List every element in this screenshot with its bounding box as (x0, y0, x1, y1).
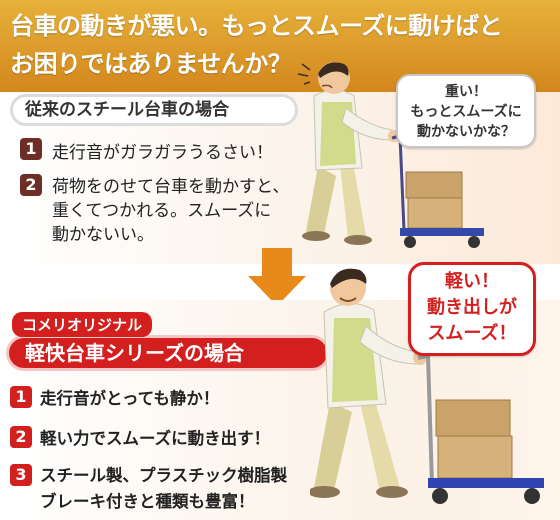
new-item-2-number: 2 (10, 426, 32, 448)
new-item-3-text-line-1: スチール製、プラスチック樹脂製 (40, 466, 288, 485)
down-arrow-icon (248, 248, 306, 306)
old-bubble-line-1: 重い！ (445, 84, 487, 100)
new-item-1-number: 1 (10, 386, 32, 408)
komeri-title: 軽快台車シリーズの場合 (6, 335, 330, 371)
new-bubble-line-3: スムーズ！ (427, 323, 517, 344)
header-line-1: 台車の動きが悪い。もっとスムーズに動けばと (10, 12, 503, 40)
new-item-1-text: 走行音がとっても静か！ (40, 389, 220, 408)
old-item-2-text-line-3: 動かないい。 (52, 225, 154, 245)
old-item-2-number: 2 (20, 174, 42, 196)
new-item-3-text-line-2: ブレーキ付きと種類も豊富！ (40, 492, 255, 511)
new-bubble-line-2: 動き出しが (427, 297, 517, 318)
new-item-3-number: 3 (10, 464, 32, 486)
old-bubble-line-3: 動かないかな？ (417, 124, 515, 140)
happy-worker-with-cart-illustration (310, 268, 544, 504)
komeri-speech-bubble: 軽い！ 動き出しが スムーズ！ (408, 262, 536, 356)
new-item-2-text: 軽い力でスムーズに動き出す！ (40, 429, 271, 448)
worker-with-cart-illustration (297, 62, 484, 248)
header-banner: 台車の動きが悪い。もっとスムーズに動けばと お困りではありませんか？ (0, 0, 560, 92)
komeri-original-tag: コメリオリジナル (12, 312, 153, 337)
conventional-title: 従来のスチール台車の場合 (10, 94, 298, 126)
header-line-2: お困りではありませんか？ (10, 50, 292, 78)
old-item-1-number: 1 (20, 138, 42, 160)
old-bubble-line-2: もっとスムーズに (410, 104, 522, 120)
new-bubble-line-1: 軽い！ (445, 271, 499, 292)
conventional-speech-bubble: 重い！ もっとスムーズに 動かないかな？ (396, 74, 536, 148)
old-item-2-text-line-2: 重くてつかれる。スムーズに (52, 201, 272, 221)
old-item-2-text-line-1: 荷物をのせて台車を動かすと、 (52, 177, 290, 197)
old-item-1-text: 走行音がガラガラうるさい！ (52, 143, 273, 163)
